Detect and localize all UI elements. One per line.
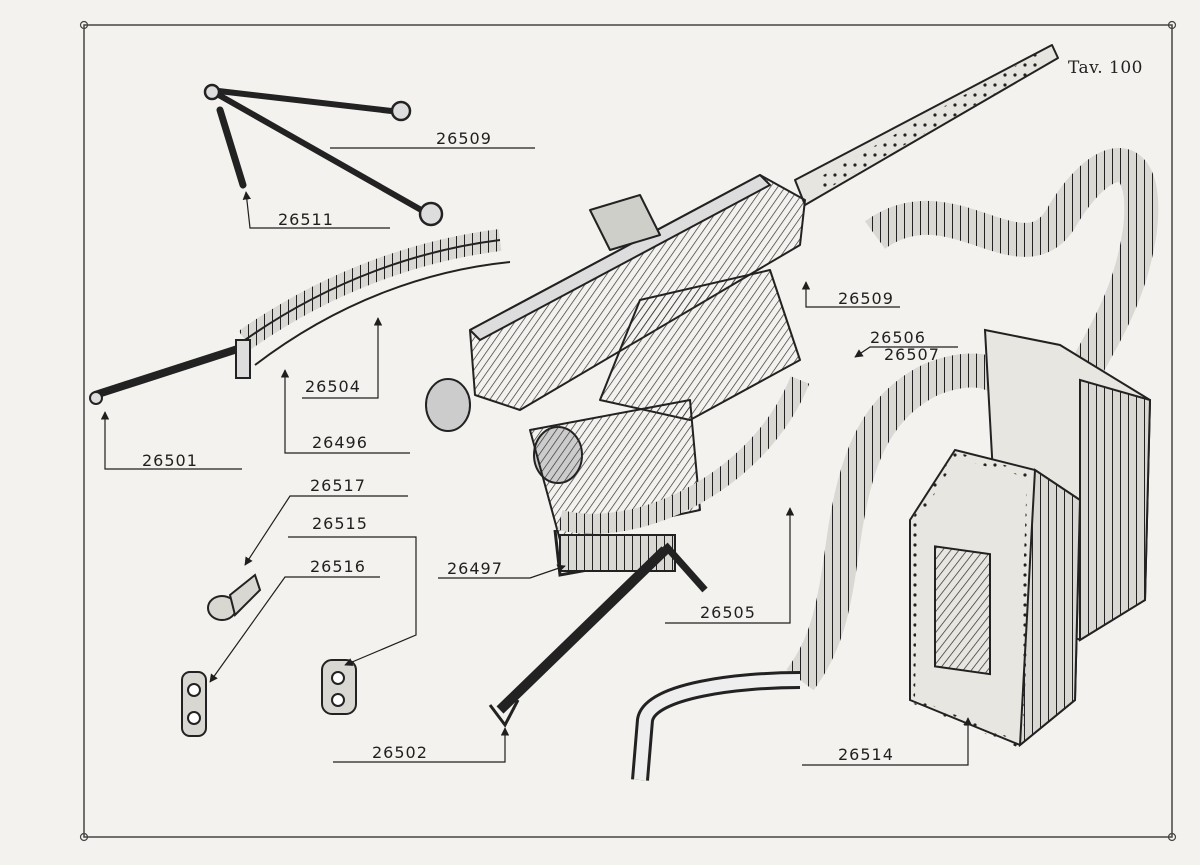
gun-drawing [425,44,1059,541]
frame-corner-marks [79,20,1177,842]
label-26509-right: 26509 [838,289,894,308]
label-26501: 26501 [142,451,198,470]
label-26517: 26517 [310,476,366,495]
ammo-chute-drawing [89,229,511,405]
label-26516: 26516 [310,557,366,576]
ammunition-box-drawing [908,328,1152,750]
label-26496: 26496 [312,433,368,452]
label-26504: 26504 [305,377,361,396]
label-26505: 26505 [700,603,756,622]
stay-rod-drawing [203,83,444,227]
label-26511: 26511 [278,210,334,229]
leader-lines [100,147,973,766]
label-26509-upper: 26509 [436,129,492,148]
label-26506: 26506 [870,328,926,347]
label-26515: 26515 [312,514,368,533]
label-26497: 26497 [447,559,503,578]
label-26507: 26507 [884,345,940,364]
plate-frame [83,24,1173,838]
plate-title: Tav. 100 [1068,58,1143,78]
support-leg-drawing [488,542,708,728]
label-26502: 26502 [372,743,428,762]
clamp-parts-drawing [181,573,357,737]
label-26514: 26514 [838,745,894,764]
